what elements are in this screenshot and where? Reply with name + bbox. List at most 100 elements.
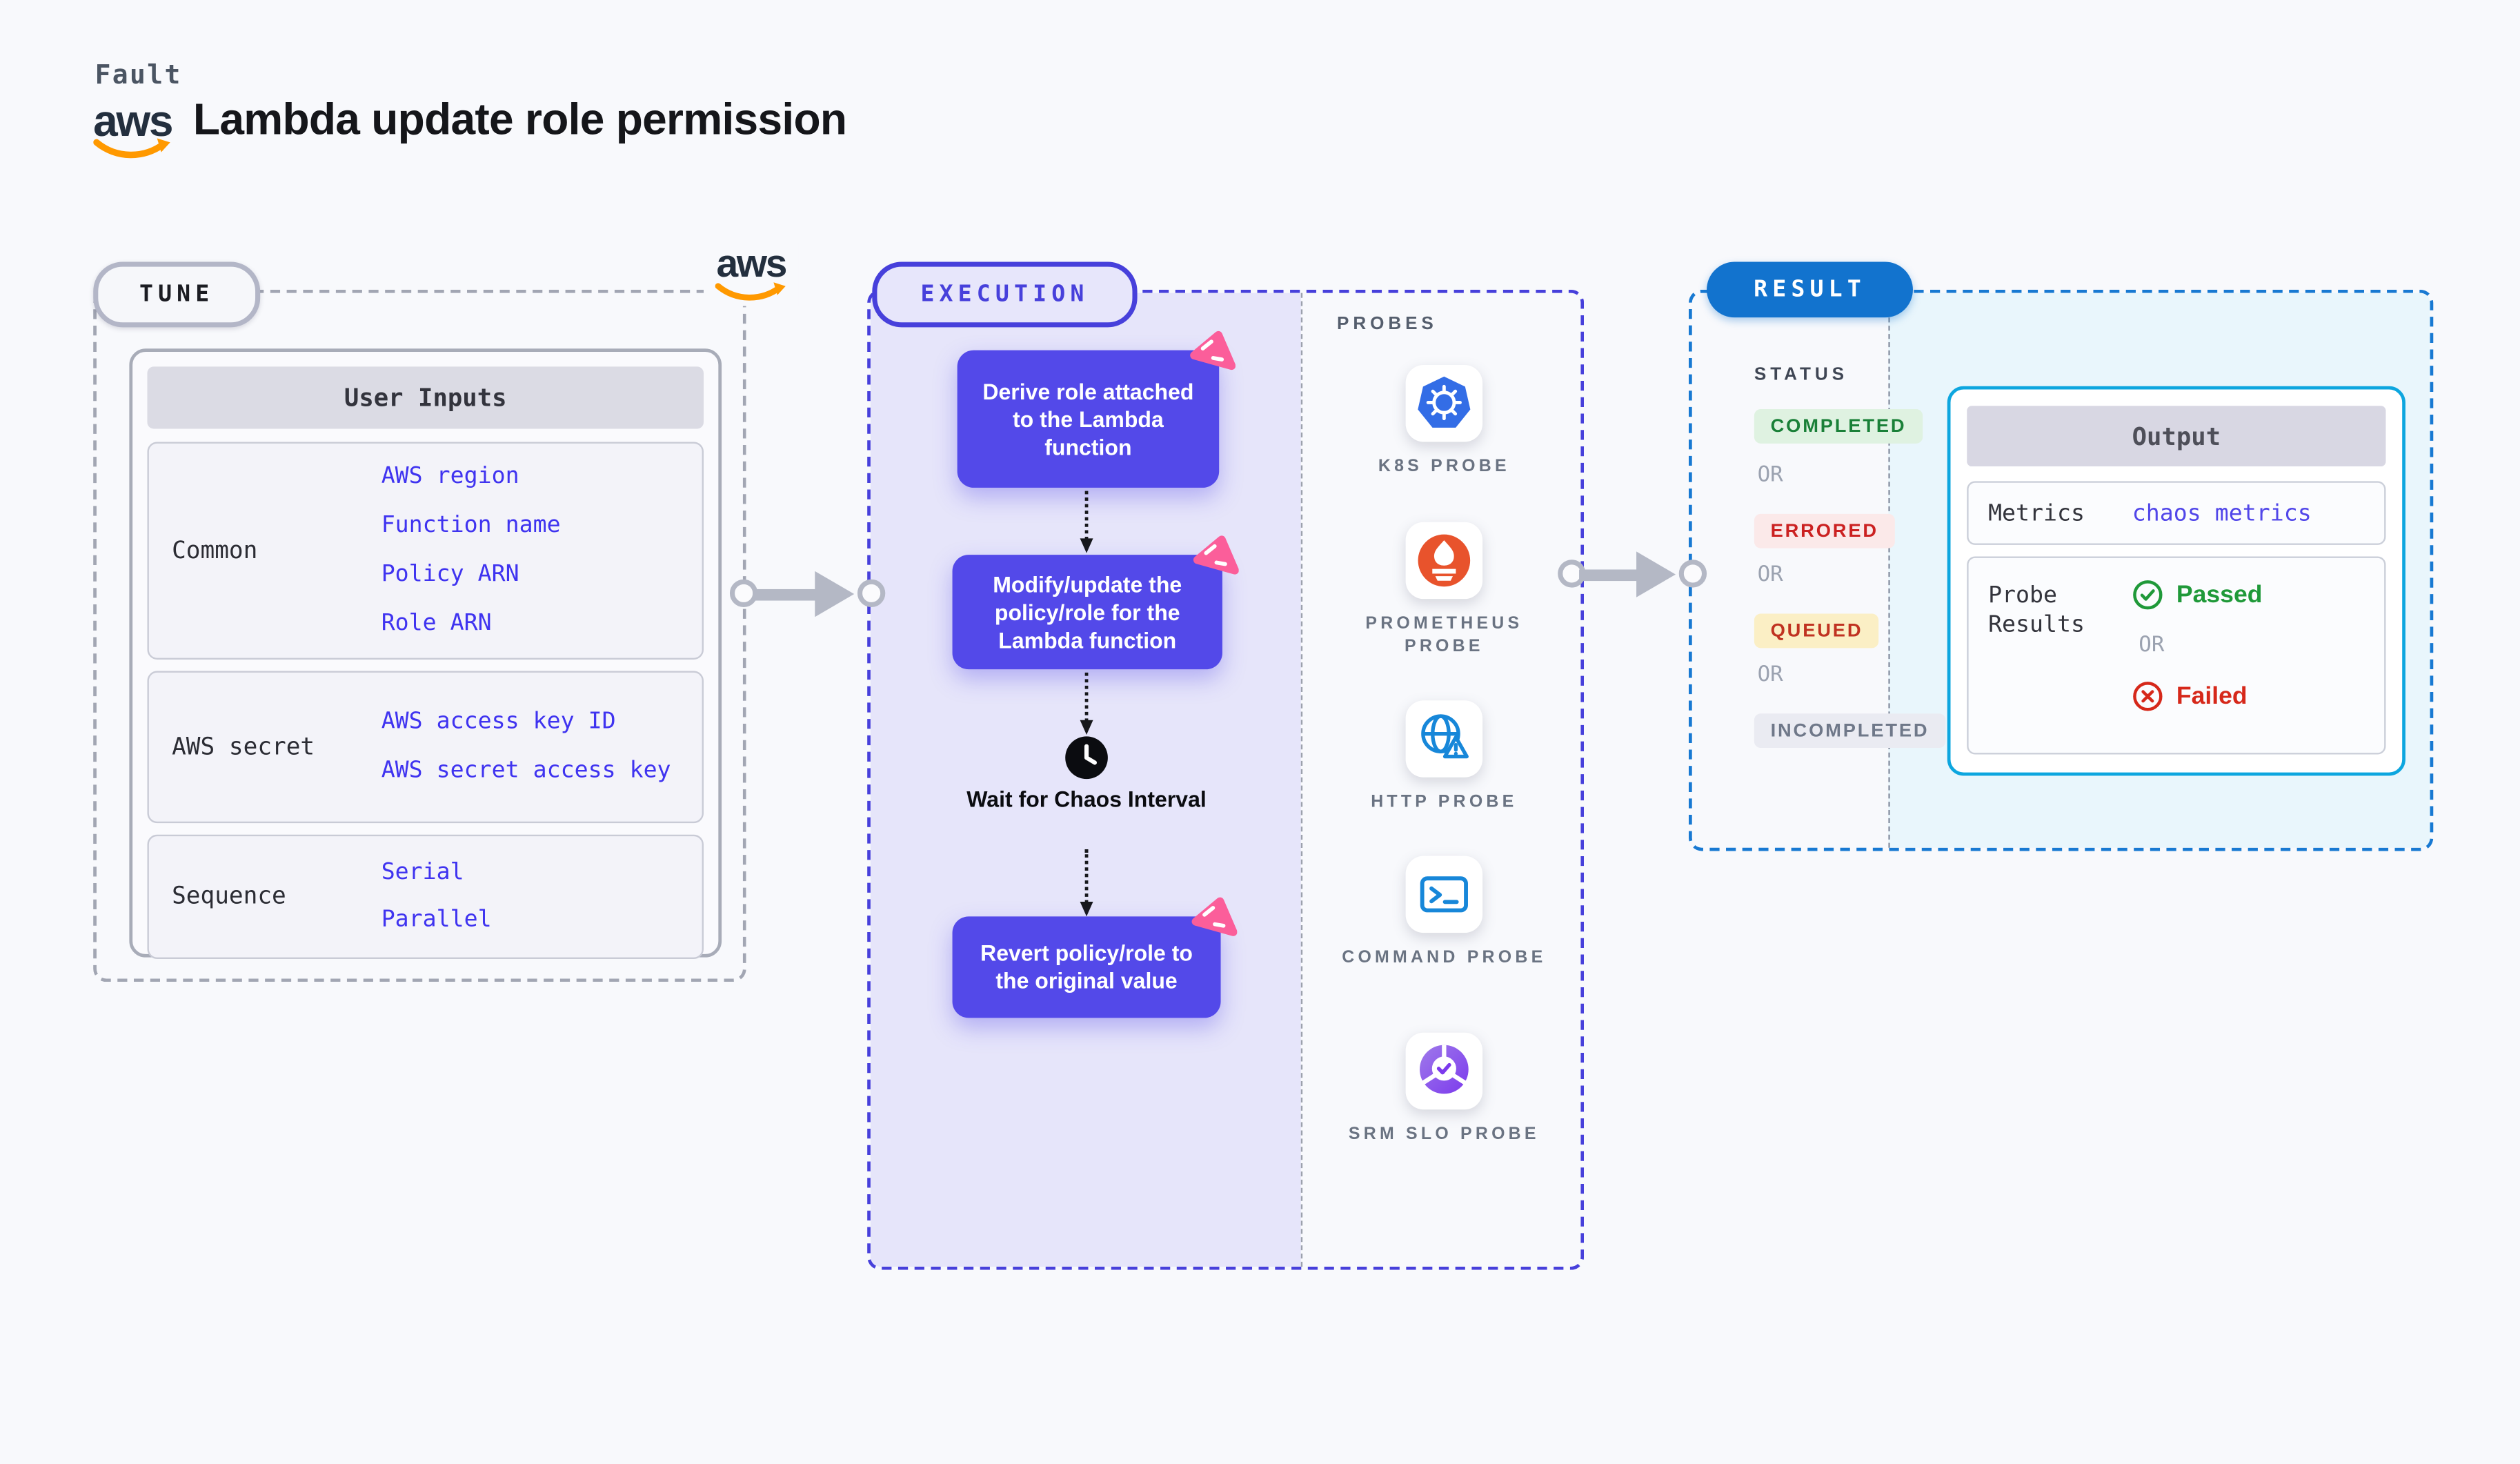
output-title: Output: [1967, 406, 2386, 467]
step-label: Derive role attached to the Lambda funct…: [982, 379, 1194, 459]
connector-arrowhead: [1636, 551, 1676, 597]
input-links: Serial Parallel: [381, 836, 702, 958]
aws-smile-icon: [93, 138, 170, 159]
aws-logo-corner: aws: [703, 242, 799, 306]
probe-tile: [1405, 522, 1483, 600]
output-card: Output Metrics chaos metrics Probe Resul…: [1947, 386, 2405, 776]
probe-label: HTTP PROBE: [1371, 792, 1518, 812]
wait-clock-icon: [1064, 735, 1109, 789]
probe-result-failed: Failed: [2132, 679, 2263, 711]
input-links: AWS access key ID AWS secret access key: [381, 673, 702, 822]
check-circle-icon: [2133, 579, 2163, 609]
probe-tile: [1405, 1032, 1483, 1110]
probe-tile: [1405, 700, 1483, 778]
result-badge: RESULT: [1707, 261, 1913, 318]
input-link-role-arn[interactable]: Role ARN: [381, 610, 492, 637]
failed-label: Failed: [2176, 681, 2248, 710]
probe-tile: [1405, 364, 1483, 442]
probe-result-passed: Passed: [2132, 577, 2263, 610]
status-or: OR: [1757, 562, 1783, 588]
input-group-aws-secret: AWS secret AWS access key ID AWS secret …: [147, 671, 704, 824]
input-links: AWS region Function name Policy ARN Role…: [381, 444, 702, 658]
probes-title: PROBES: [1336, 314, 1438, 334]
chaos-metrics-link[interactable]: chaos metrics: [2132, 499, 2312, 526]
status-or: OR: [1757, 662, 1783, 688]
tune-section: User Inputs Common AWS region Function n…: [93, 289, 746, 982]
arrow-tune-to-execution: [729, 571, 887, 617]
probe-label: PROMETHEUS PROBE: [1365, 613, 1523, 657]
aws-logo-text: aws: [716, 242, 788, 287]
status-or: OR: [1757, 463, 1783, 488]
user-inputs-card: User Inputs Common AWS region Function n…: [129, 348, 722, 960]
prometheus-icon: [1418, 534, 1471, 587]
input-group-sequence: Sequence Serial Parallel: [147, 834, 704, 960]
execution-badge: EXECUTION: [872, 261, 1138, 328]
probe-label: SRM SLO PROBE: [1348, 1124, 1540, 1145]
http-globe-warning-icon: [1421, 714, 1469, 759]
flow-arrow-down: [1080, 491, 1093, 553]
input-group-label: AWS secret: [172, 733, 315, 760]
probe-command: COMMAND PROBE: [1333, 855, 1554, 969]
slo-pie-check-icon: [1420, 1045, 1469, 1094]
step-modify-policy: Modify/update the policy/role for the La…: [952, 535, 1239, 670]
input-link-access-key-id[interactable]: AWS access key ID: [381, 709, 616, 735]
step-revert-policy: Revert policy/role to the original value: [952, 897, 1238, 1018]
wait-for-chaos-label: Wait for Chaos Interval: [966, 787, 1207, 812]
status-badge-completed: COMPLETED: [1754, 409, 1923, 444]
input-group-label: Sequence: [172, 883, 286, 910]
kubernetes-icon: [1418, 376, 1471, 428]
connector-line: [1579, 568, 1640, 580]
probe-results-row: Probe Results Passed OR: [1967, 556, 2386, 755]
input-link-function-name[interactable]: Function name: [381, 512, 561, 539]
probe-tile: [1405, 855, 1483, 933]
metrics-row: Metrics chaos metrics: [1967, 481, 2386, 545]
arrow-execution-to-result: [1558, 551, 1708, 597]
step-label: Revert policy/role to the original value: [980, 940, 1193, 993]
probe-prometheus: PROMETHEUS PROBE: [1333, 522, 1554, 658]
status-title: STATUS: [1754, 364, 1848, 385]
probe-label: COMMAND PROBE: [1342, 947, 1547, 967]
probe-result-or: OR: [2139, 633, 2165, 658]
input-link-serial[interactable]: Serial: [381, 859, 464, 886]
chaos-arrow-icon: [1190, 330, 1236, 370]
probe-http: HTTP PROBE: [1333, 700, 1554, 813]
input-link-policy-arn[interactable]: Policy ARN: [381, 561, 519, 588]
input-link-aws-region[interactable]: AWS region: [381, 463, 519, 490]
input-link-secret-access-key[interactable]: AWS secret access key: [381, 758, 671, 784]
probe-results-values: Passed OR Failed: [2132, 558, 2263, 753]
execution-section: Derive role attached to the Lambda funct…: [867, 289, 1585, 1270]
aws-logo: aws: [92, 96, 173, 160]
input-group-common: Common AWS region Function name Policy A…: [147, 442, 704, 660]
result-divider: [1888, 293, 1890, 848]
connector-arrowhead: [815, 571, 855, 617]
chaos-arrow-icon: [1191, 897, 1238, 936]
terminal-icon: [1420, 876, 1468, 913]
probe-srm-slo: SRM SLO PROBE: [1333, 1032, 1554, 1146]
aws-logo-text: aws: [93, 96, 173, 146]
connector-line: [753, 588, 819, 600]
fault-eyebrow: Fault: [95, 59, 182, 90]
status-badge-incompleted: INCOMPLETED: [1754, 713, 1946, 749]
metrics-label: Metrics: [1988, 499, 2085, 526]
tune-badge: TUNE: [93, 261, 261, 328]
aws-smile-icon: [715, 282, 786, 301]
flow-arrow-down: [1080, 849, 1093, 917]
probes-divider: [1300, 293, 1303, 1267]
page-title: Lambda update role permission: [192, 95, 847, 144]
user-inputs-title: User Inputs: [147, 366, 704, 429]
status-badge-errored: ERRORED: [1754, 513, 1895, 548]
connector-end-dot: [857, 579, 886, 608]
step-label: Modify/update the policy/role for the La…: [993, 572, 1182, 653]
flow-arrow-down: [1080, 672, 1093, 735]
passed-label: Passed: [2176, 580, 2263, 609]
x-circle-icon: [2133, 680, 2163, 711]
probe-k8s: K8S PROBE: [1333, 364, 1554, 478]
probe-label: K8S PROBE: [1378, 456, 1510, 477]
status-badge-queued: QUEUED: [1754, 613, 1880, 649]
chaos-arrow-icon: [1193, 535, 1239, 575]
input-group-label: Common: [172, 537, 258, 564]
result-section: STATUS COMPLETED OR ERRORED OR QUEUED OR…: [1688, 289, 2434, 851]
input-link-parallel[interactable]: Parallel: [381, 907, 492, 933]
step-derive-role: Derive role attached to the Lambda funct…: [957, 330, 1236, 488]
